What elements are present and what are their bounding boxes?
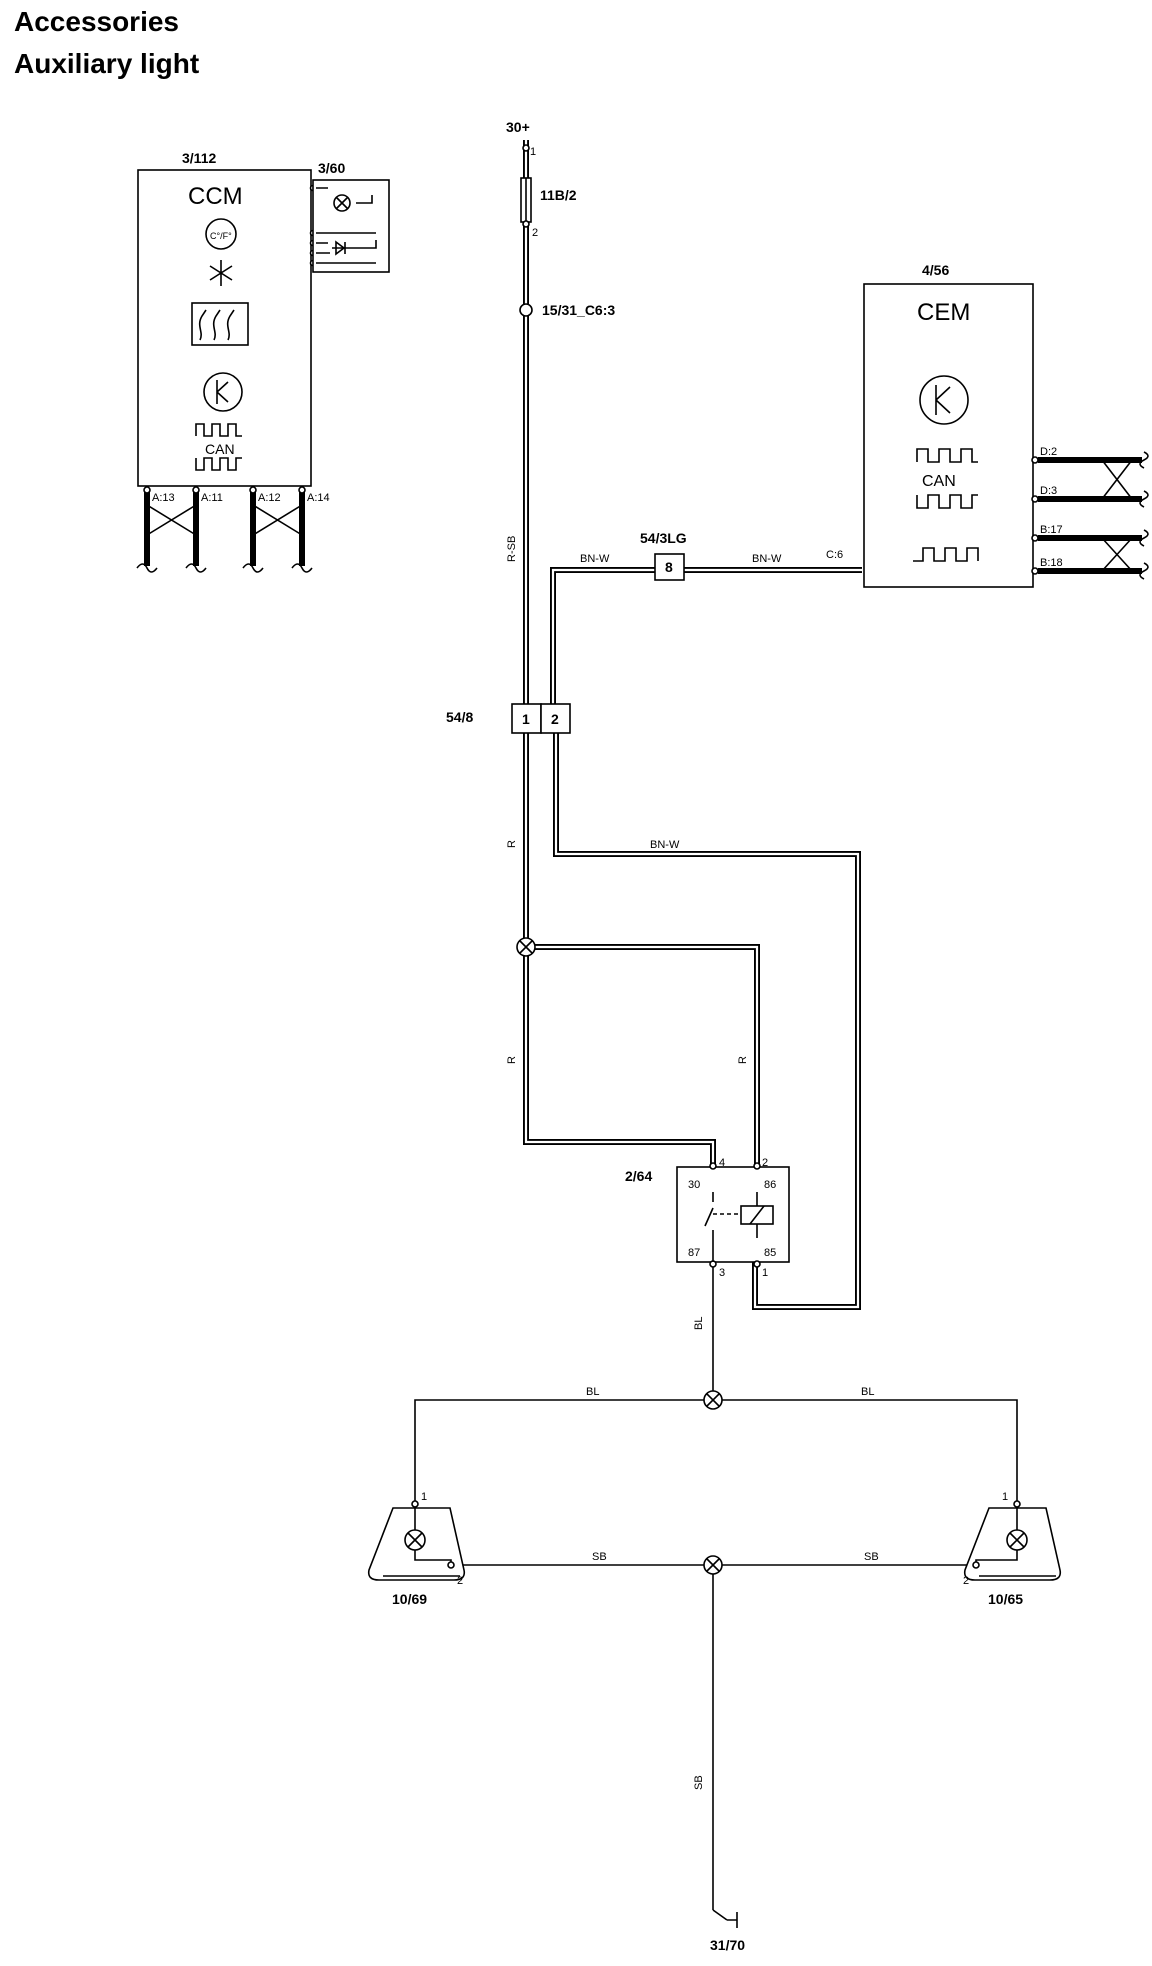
ground-id: 31/70 — [710, 1937, 745, 1953]
connector-548-id: 54/8 — [446, 709, 473, 725]
ccm-pin-a11: A:11 — [201, 492, 223, 504]
relay-pin-4: 4 — [719, 1157, 725, 1169]
rear-defroster-icon — [191, 302, 249, 346]
wire-label-bn-w-left: BN-W — [580, 553, 610, 565]
wire-label-r-lower: R — [506, 1056, 518, 1064]
wire-label-bn-w-loop: BN-W — [650, 839, 680, 851]
connector-54-8: 1 2 54/8 — [446, 703, 571, 734]
auxiliary-lamp-left: 1 2 10/69 — [367, 1491, 466, 1607]
connector-54-3lg: 8 54/3LG — [640, 530, 687, 581]
fuse-pin2: 2 — [532, 227, 538, 239]
led-indicator-icon — [332, 240, 350, 256]
cem-pin-b18: B:18 — [1040, 557, 1063, 569]
relay-2-64: 2/64 4 2 3 1 30 86 87 85 — [625, 1157, 790, 1279]
svg-text:C°/F°: C°/F° — [210, 231, 232, 241]
splice-r — [516, 937, 536, 957]
ccm-pin-a14: A:14 — [307, 492, 330, 504]
cem-pin-b17: B:17 — [1040, 524, 1063, 536]
wire-label-r-sb: R-SB — [506, 536, 518, 562]
lamp-right-id: 10/65 — [988, 1591, 1023, 1607]
snowflake-icon — [209, 260, 233, 286]
relay-term-87: 87 — [688, 1247, 700, 1259]
control-unit-icon — [203, 372, 243, 412]
cem-pin-c6: C:6 — [826, 549, 843, 561]
splice-top-id: 15/31_C6:3 — [542, 302, 615, 318]
connector-3lg-pin: 8 — [665, 559, 673, 575]
cem-module: 4/56 CEM CAN D:2 D:3 B:17 B:18 C:6 — [826, 262, 1149, 588]
lamp-left-pin2: 2 — [457, 1575, 463, 1587]
fuse-pin1: 1 — [530, 146, 536, 158]
temperature-icon: C°/F° — [205, 218, 237, 250]
cem-name: CEM — [917, 299, 970, 326]
relay-coil-icon — [740, 1192, 774, 1238]
cem-pin-d2: D:2 — [1040, 446, 1057, 458]
wire-label-bl-right: BL — [861, 1386, 874, 1398]
wire-label-r-right: R — [737, 1056, 749, 1064]
cem-id: 4/56 — [922, 262, 949, 278]
wire-label-sb-vertical: SB — [693, 1775, 705, 1790]
lamp-right-pin2: 2 — [963, 1575, 969, 1587]
connector-548-pin1: 1 — [522, 711, 530, 727]
ccm-pin-a12: A:12 — [258, 492, 281, 504]
wire-label-bl-left: BL — [586, 1386, 599, 1398]
fuse-id: 11B/2 — [540, 187, 577, 203]
page-subtitle: Auxiliary light — [14, 48, 200, 79]
relay-pin-1: 1 — [762, 1267, 768, 1279]
can-bus-icon: CAN — [195, 423, 242, 471]
page-title: Accessories — [14, 6, 180, 37]
relay-term-86: 86 — [764, 1179, 776, 1191]
wire-label-bn-w-right: BN-W — [752, 553, 782, 565]
cem-can-bus-icon: CAN — [916, 448, 978, 509]
splice-15-31: 15/31_C6:3 — [519, 302, 615, 318]
splice-bl — [703, 1390, 723, 1410]
lamp-indicator-icon — [333, 194, 351, 212]
splice-sb — [703, 1555, 723, 1575]
auxiliary-lamp-right: 1 2 10/65 — [963, 1491, 1062, 1607]
wire-label-sb-left: SB — [592, 1551, 607, 1563]
ccm-switch-panel: 3/60 — [312, 160, 390, 273]
ccm-name: CCM — [188, 183, 243, 210]
panel-id: 3/60 — [318, 160, 345, 176]
ccm-can-label: CAN — [205, 441, 235, 457]
wire-label-bl-vertical: BL — [693, 1317, 705, 1330]
lamp-right-pin1: 1 — [1002, 1491, 1008, 1503]
ccm-bottom-wires — [136, 488, 313, 573]
ccm-pin-a13: A:13 — [152, 492, 175, 504]
cem-can-label: CAN — [922, 473, 956, 490]
ground-point: 31/70 — [710, 1909, 745, 1953]
relay-pin-3: 3 — [719, 1267, 725, 1279]
cem-control-unit-icon — [919, 375, 969, 425]
connector-3lg-id: 54/3LG — [640, 530, 687, 546]
relay-term-85: 85 — [764, 1247, 776, 1259]
cem-can-wires — [1038, 451, 1149, 580]
ccm-id: 3/112 — [182, 150, 216, 166]
wire-label-r-upper: R — [506, 840, 518, 848]
connector-548-pin2: 2 — [551, 711, 559, 727]
relay-term-30: 30 — [688, 1179, 700, 1191]
fuse-11b2: 11B/2 2 — [520, 177, 577, 239]
lamp-left-id: 10/69 — [392, 1591, 427, 1607]
lamp-left-pin1: 1 — [421, 1491, 427, 1503]
relay-id: 2/64 — [625, 1168, 652, 1184]
pulse-signal-icon — [913, 547, 979, 562]
cem-pin-d3: D:3 — [1040, 485, 1057, 497]
ccm-module: 3/112 CCM C°/F° CAN — [136, 150, 330, 573]
relay-pin-2: 2 — [762, 1157, 768, 1169]
wire-label-sb-right: SB — [864, 1551, 879, 1563]
supply-label: 30+ — [506, 119, 530, 135]
relay-switch-icon — [704, 1192, 741, 1262]
